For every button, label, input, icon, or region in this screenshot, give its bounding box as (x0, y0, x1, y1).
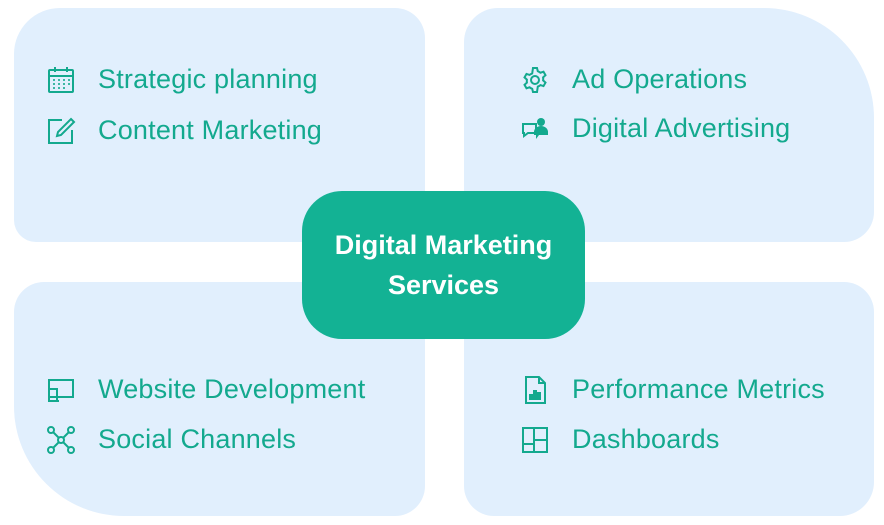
center-title-box: Digital Marketing Services (302, 191, 585, 339)
item-label: Dashboards (572, 424, 720, 454)
item-dashboards: Dashboards (520, 424, 720, 455)
item-label: Performance Metrics (572, 374, 825, 404)
calendar-icon (46, 65, 76, 95)
item-label: Digital Advertising (572, 113, 791, 143)
edit-icon (46, 116, 76, 146)
item-digital-advertising: Digital Advertising (520, 113, 790, 144)
item-label: Social Channels (98, 424, 297, 454)
item-label: Website Development (98, 374, 366, 404)
center-title-line-1: Digital Marketing (334, 230, 553, 260)
network-icon (46, 425, 76, 455)
report-chart-icon (520, 375, 550, 405)
item-social-channels: Social Channels (46, 424, 296, 455)
chat-icon (520, 114, 550, 144)
center-title-line-2: Services (387, 270, 500, 300)
item-label: Strategic planning (98, 64, 318, 94)
item-strategic-planning: Strategic planning (46, 64, 318, 95)
item-content-marketing: Content Marketing (46, 115, 322, 146)
item-performance-metrics: Performance Metrics (520, 374, 825, 405)
item-ad-operations: Ad Operations (520, 64, 747, 95)
item-label: Content Marketing (98, 115, 323, 145)
gear-icon (520, 65, 550, 95)
item-label: Ad Operations (572, 64, 748, 94)
devices-icon (46, 375, 76, 405)
item-website-development: Website Development (46, 374, 365, 405)
dashboard-icon (520, 425, 550, 455)
